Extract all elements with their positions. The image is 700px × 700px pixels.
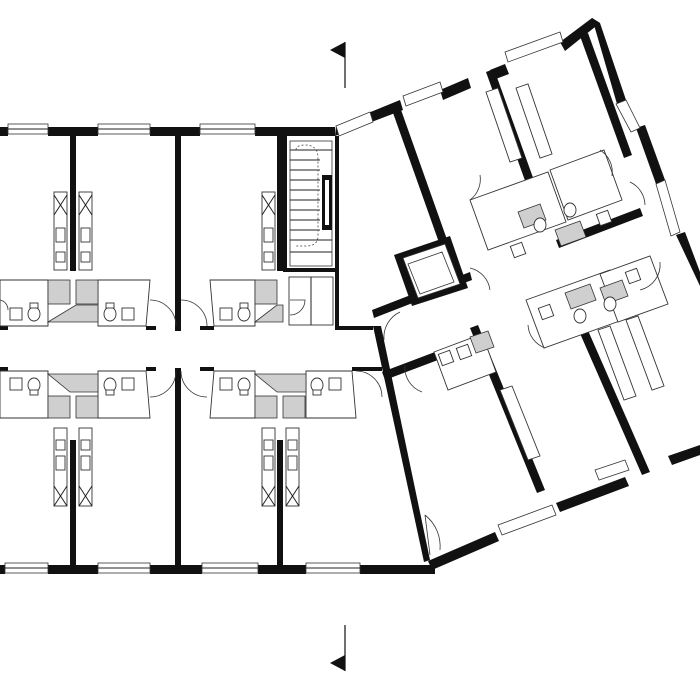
corridor-walls xyxy=(0,326,382,371)
unit-cluster-lower-left xyxy=(0,370,177,507)
right-block xyxy=(335,18,700,570)
unit-cluster-upper-left xyxy=(0,191,177,327)
unit-cluster-mid-right xyxy=(383,267,541,461)
left-top-windows xyxy=(7,123,256,135)
left-bottom-windows xyxy=(4,562,361,574)
unit-cluster-lower-mid xyxy=(180,370,383,507)
left-party-walls xyxy=(70,136,283,565)
stair-core xyxy=(283,136,339,330)
unit-cluster-upper-mid xyxy=(180,191,284,327)
unit-cluster-lower-right xyxy=(525,255,669,401)
section-marker-bottom xyxy=(330,625,346,671)
section-marker-top xyxy=(330,42,346,88)
stair-treads xyxy=(290,144,332,253)
left-block-exterior-walls xyxy=(0,127,435,574)
unit-cluster-upper-right xyxy=(469,83,646,259)
